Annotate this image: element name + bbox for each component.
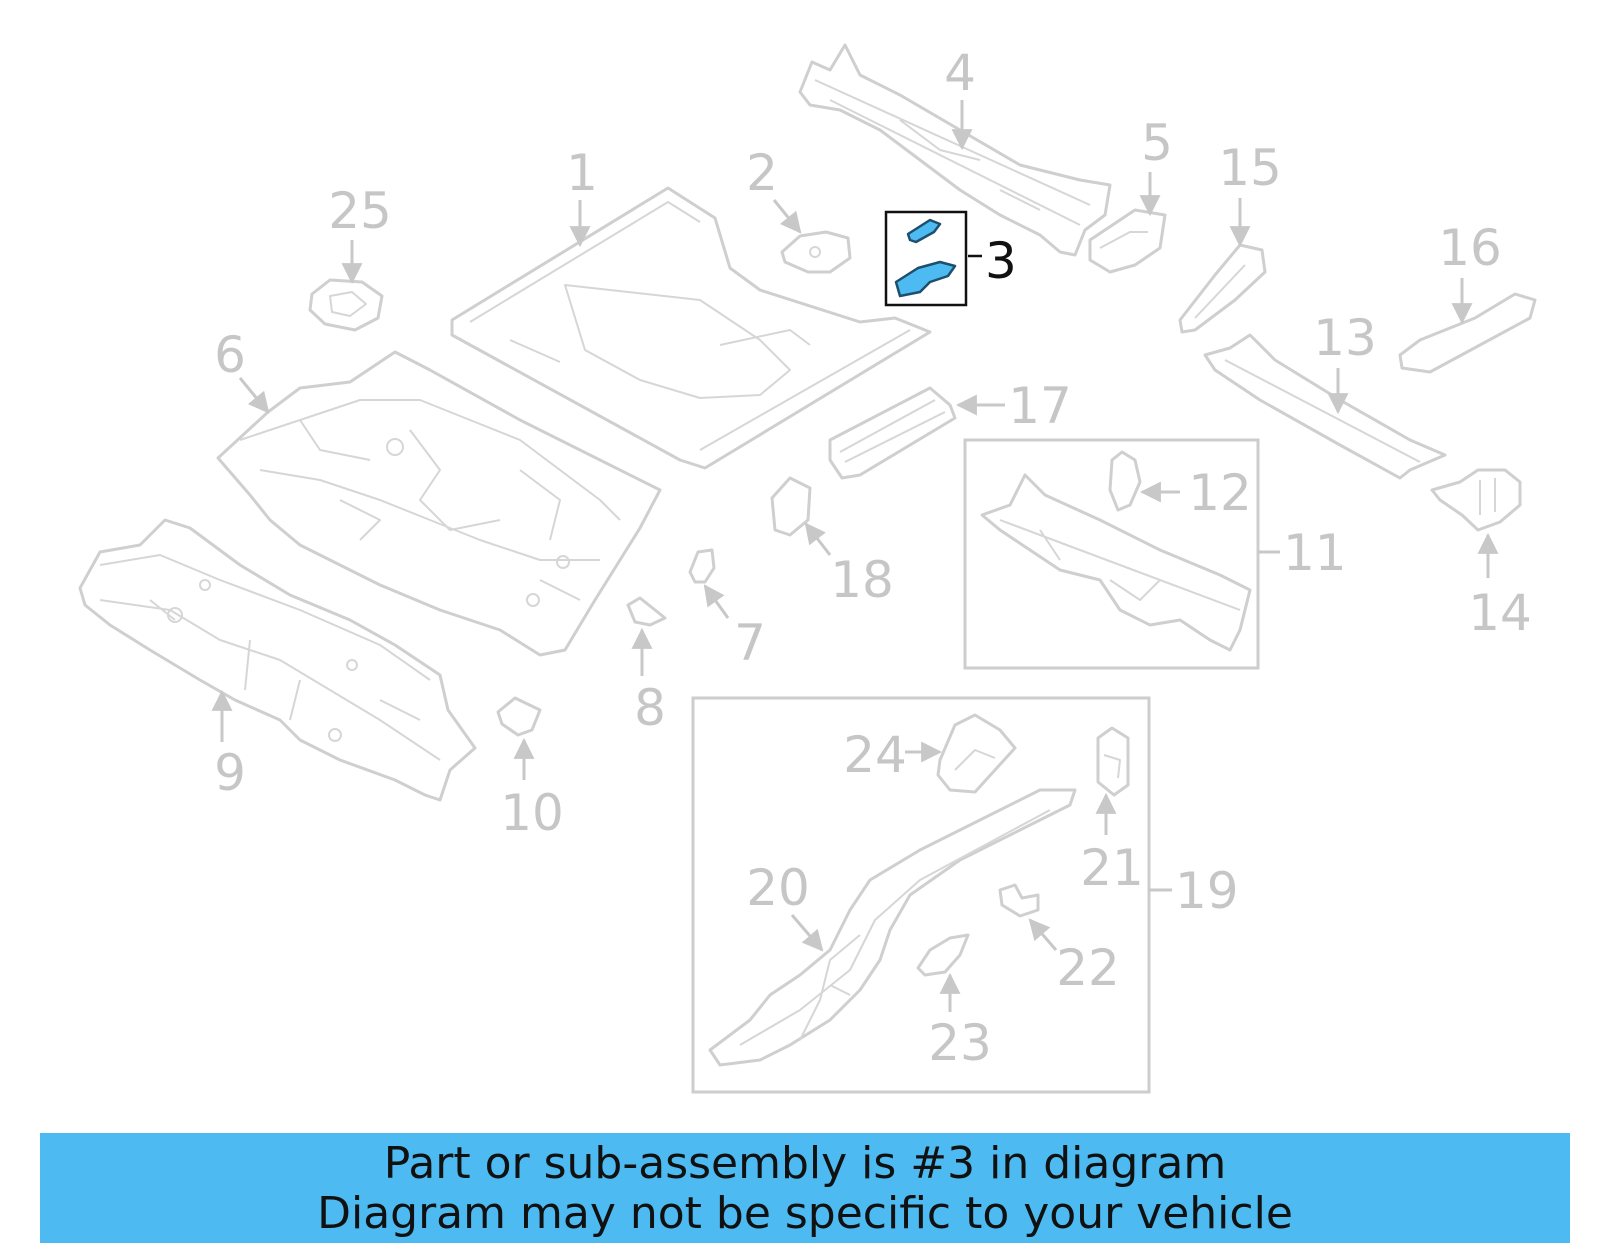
callout-21: 21: [1080, 839, 1144, 897]
callout-17: 17: [1008, 377, 1072, 435]
part-1: [450, 186, 932, 470]
callout-13: 13: [1313, 309, 1377, 367]
callout-15: 15: [1218, 139, 1282, 197]
part-17: [828, 386, 957, 480]
callout-22: 22: [1056, 939, 1120, 997]
callout-19: 19: [1175, 862, 1239, 920]
leader-2: [772, 199, 802, 234]
callout-3: 3: [985, 232, 1017, 290]
banner-line-2: Diagram may not be specific to your vehi…: [317, 1188, 1293, 1239]
part-16: [1398, 292, 1537, 374]
callout-5: 5: [1141, 114, 1173, 172]
callout-1: 1: [566, 144, 598, 202]
part-23: [916, 933, 970, 977]
group-19-box: [691, 696, 1151, 1094]
callout-8: 8: [634, 679, 666, 737]
group-11-box: [963, 438, 1260, 670]
callout-14: 14: [1468, 584, 1532, 642]
info-banner: Part or sub-assembly is #3 in diagram Di…: [40, 1133, 1570, 1243]
part-15: [1178, 243, 1267, 334]
callout-18: 18: [830, 551, 894, 609]
callout-6: 6: [214, 326, 246, 384]
part-24: [936, 713, 1017, 794]
part-7: [688, 548, 716, 584]
leader-6: [238, 377, 270, 414]
callout-24: 24: [843, 726, 907, 784]
callout-20: 20: [746, 859, 810, 917]
part-25: [308, 278, 384, 332]
part-21: [1096, 726, 1130, 797]
part-3-highlight: [884, 210, 968, 307]
banner-line-1: Part or sub-assembly is #3 in diagram: [383, 1138, 1227, 1189]
callout-9: 9: [214, 744, 246, 802]
part-5: [1088, 208, 1167, 274]
callout-10: 10: [500, 784, 564, 842]
parts-diagram: 4 5 1 2 3 25 6: [78, 43, 1537, 1094]
leader-7: [703, 584, 730, 619]
callout-12: 12: [1188, 464, 1252, 522]
part-13: [1203, 333, 1447, 480]
part-2: [780, 230, 852, 274]
callout-2: 2: [746, 144, 778, 202]
part-12: [1108, 450, 1142, 512]
part-6: [216, 350, 662, 657]
part-20: [708, 788, 1077, 1067]
leader-20: [790, 914, 824, 952]
callout-7: 7: [734, 614, 766, 672]
part-11: [980, 473, 1252, 652]
leader-22: [1028, 918, 1058, 951]
callout-4: 4: [944, 44, 976, 102]
part-22: [998, 883, 1040, 918]
callout-23: 23: [928, 1014, 992, 1072]
part-9: [78, 518, 477, 802]
part-10: [496, 696, 542, 737]
callout-16: 16: [1438, 219, 1502, 277]
leader-18: [804, 522, 832, 556]
part-14: [1430, 468, 1522, 532]
callout-25: 25: [328, 182, 392, 240]
part-18: [770, 476, 812, 537]
callout-11: 11: [1283, 524, 1347, 582]
part-8: [626, 596, 667, 627]
